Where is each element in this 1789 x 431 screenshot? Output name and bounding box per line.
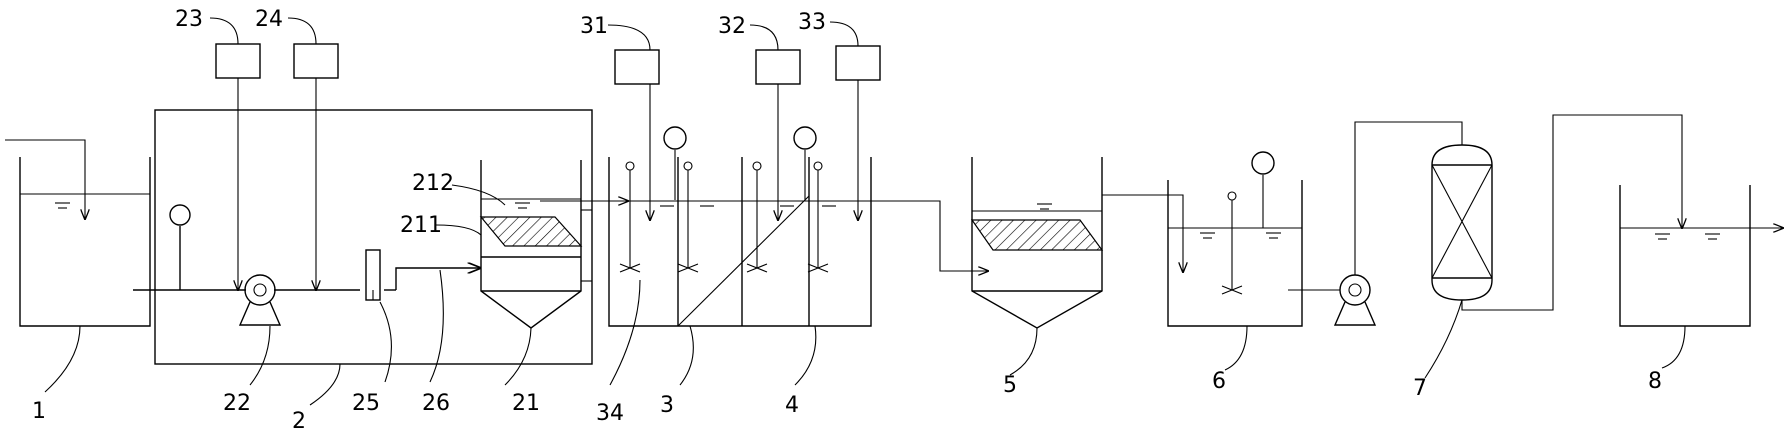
label-22: 22 — [223, 391, 251, 416]
dosing-tank-33 — [835, 45, 881, 220]
label-1: 1 — [32, 399, 46, 424]
static-mixer-25 — [365, 249, 381, 301]
label-7: 7 — [1413, 376, 1427, 401]
tank-1 — [5, 139, 151, 327]
feed-pipe — [133, 204, 480, 291]
dosing-tank-23 — [215, 43, 261, 290]
tank-6 — [1167, 151, 1340, 327]
tank-8 — [1619, 185, 1783, 327]
filter-column-7 — [1431, 114, 1682, 311]
label-32: 32 — [718, 14, 746, 39]
label-3: 3 — [660, 393, 674, 418]
label-24: 24 — [255, 7, 283, 32]
label-21: 21 — [512, 391, 540, 416]
label-33: 33 — [798, 10, 826, 35]
settling-tank-5 — [970, 157, 1104, 329]
label-4: 4 — [785, 393, 799, 418]
label-2: 2 — [292, 409, 306, 431]
label-26: 26 — [422, 391, 450, 416]
labels: 1 2 3 4 5 6 7 8 21 22 23 24 25 26 31 32 … — [32, 7, 1662, 431]
leader-lines — [44, 17, 1686, 406]
label-212: 212 — [412, 171, 454, 196]
pipe-4-to-5 — [871, 200, 988, 271]
label-25: 25 — [352, 391, 380, 416]
label-8: 8 — [1648, 369, 1662, 394]
flotation-tank-21 — [479, 160, 592, 329]
dosing-tank-24 — [293, 43, 339, 290]
label-34: 34 — [596, 401, 624, 426]
label-211: 211 — [400, 213, 442, 238]
dosing-tank-32 — [755, 49, 801, 220]
unit-2-enclosure — [154, 109, 593, 365]
label-5: 5 — [1003, 373, 1017, 398]
label-6: 6 — [1212, 369, 1226, 394]
pump-22 — [238, 274, 282, 326]
dosing-tank-31 — [614, 49, 660, 220]
label-23: 23 — [175, 7, 203, 32]
reaction-tank-3-4 — [608, 126, 872, 327]
pipe-5-to-6 — [1102, 194, 1183, 272]
label-31: 31 — [580, 14, 608, 39]
pump-6-7 — [1333, 121, 1463, 326]
